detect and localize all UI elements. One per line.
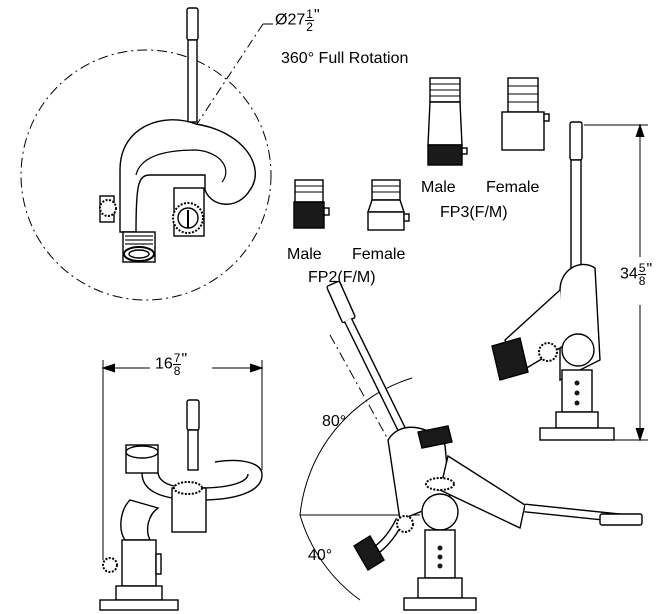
fp2-female-fitting [367,179,410,231]
angle-down-label: 40° [308,547,333,564]
side-lever-handle [569,121,583,161]
angle-up-label: 80° [322,413,347,430]
rotation-label: 360° Full Rotation [281,50,409,67]
fp3-female-label: Female [486,179,540,196]
front-view [99,360,264,611]
top-view [20,7,273,301]
fp2-female-label: Female [352,246,406,263]
rotation-circle [20,49,272,301]
fp3-female-fitting [501,77,550,151]
fp2-male-fitting [293,179,330,229]
angle-view [299,280,643,611]
height-dimension [584,123,648,442]
diameter-leader [196,23,264,125]
fp3-male-fitting [427,77,468,166]
fp2-male-label: Male [287,246,322,263]
width-dimension [101,360,264,560]
angle-arc [299,377,413,601]
fp3-caption: FP3(F/M) [440,204,508,221]
lever-handle [186,7,199,41]
lever-rod [187,39,198,123]
side-view [491,121,648,442]
loop-pipe [119,119,256,233]
fp2-caption: FP2(F/M) [308,269,376,286]
fp3-male-label: Male [421,179,456,196]
